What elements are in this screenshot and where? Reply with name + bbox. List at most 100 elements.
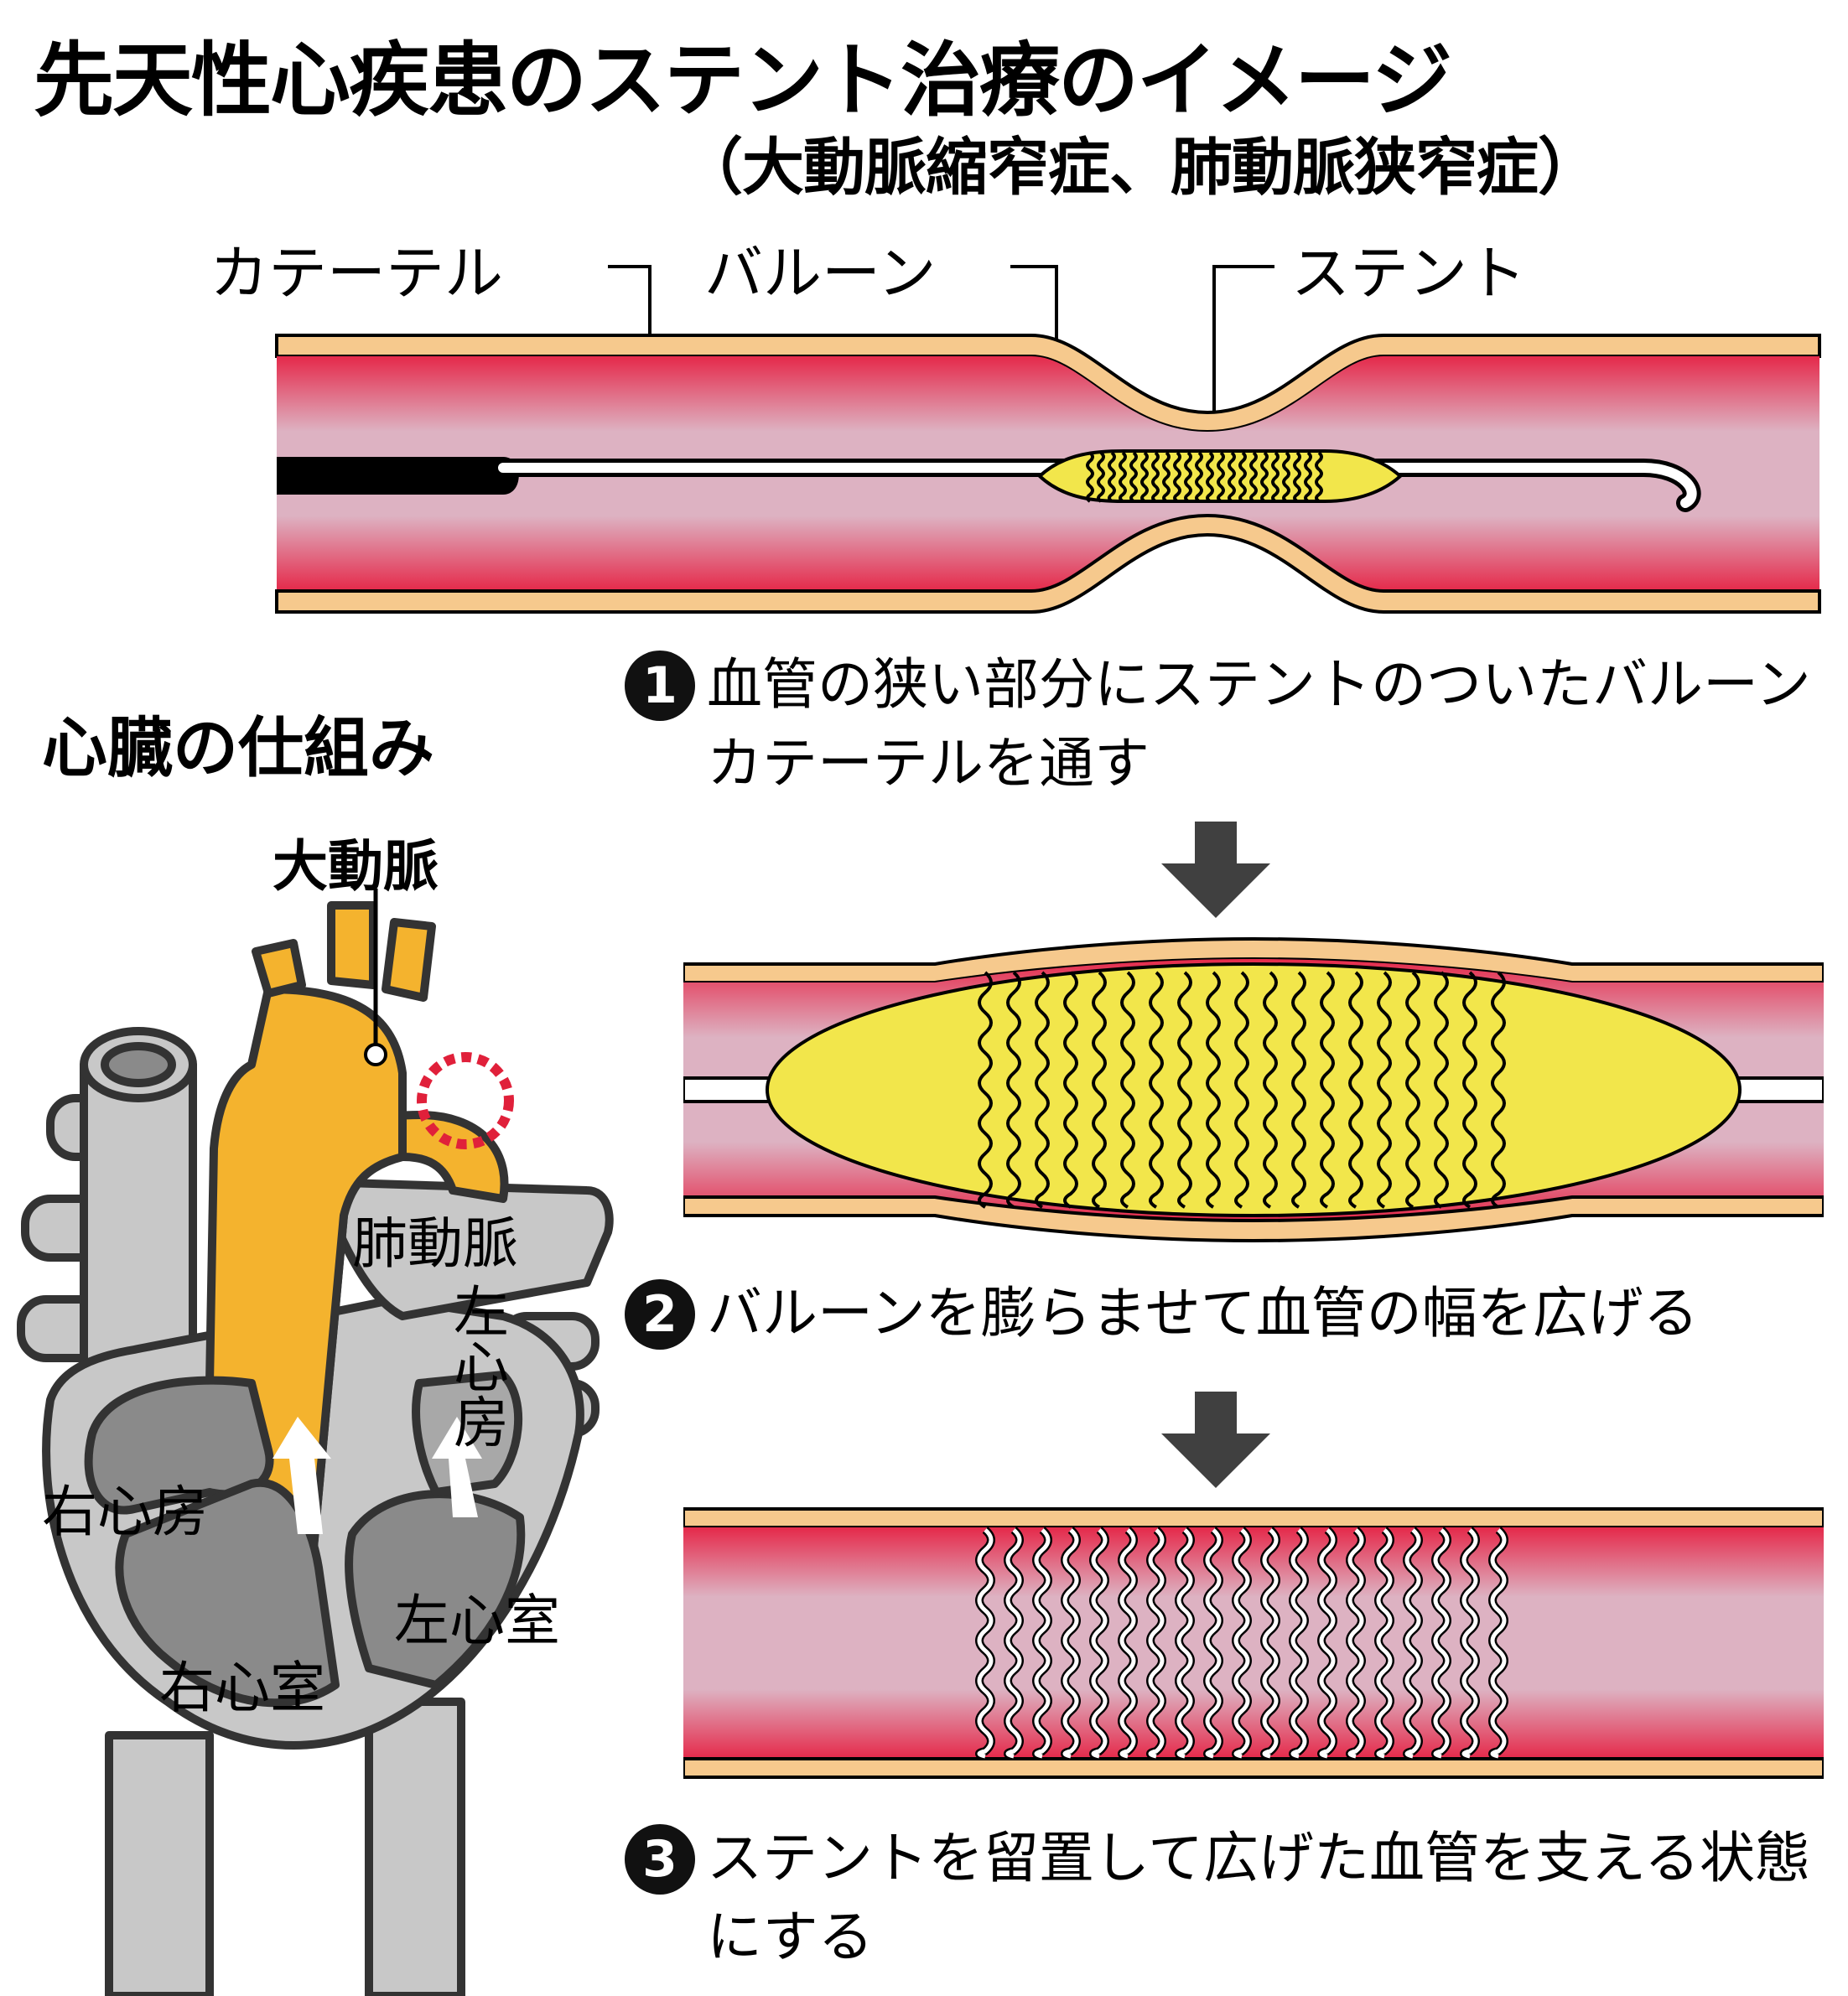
descending-aorta (365, 1698, 465, 1996)
superior-vena-cava (80, 1060, 197, 1387)
step-2-text: バルーンを膨らませて血管の幅を広げる (707, 1281, 1699, 1345)
diagram-subtitle: （大動脈縮窄症、肺動脈狭窄症） (681, 132, 1600, 204)
stent-strut (1217, 451, 1225, 503)
step-1-text: 血管の狭い部分にステントのついたバルーンカテーテルを通す (707, 652, 1811, 796)
stent-strut (1086, 451, 1094, 503)
left-ventricle-label: 左心室 (394, 1589, 560, 1653)
stent-strut (1263, 971, 1278, 1209)
stent-strut (1177, 971, 1192, 1209)
stent-strut (1119, 1528, 1136, 1759)
stent-strut (1119, 451, 1127, 503)
inferior-vena-cava (105, 1731, 214, 1996)
arrow-down-1 (1161, 822, 1270, 918)
right-ventricle-label: 右心室 (159, 1656, 325, 1720)
stent-strut (1291, 971, 1306, 1209)
step-3-text: ステントを留置して広げた血管を支える状態にする (707, 1826, 1811, 1969)
stent-strut (1035, 971, 1050, 1209)
stent-strut (1271, 451, 1280, 503)
vessel-wall-bottom-3 (683, 1757, 1824, 1779)
heart-section-title: 心臓の仕組み (42, 711, 435, 786)
stent-strut (1319, 1528, 1336, 1759)
step-3-number: 3 (625, 1824, 695, 1895)
left-ventricle-chamber (345, 1490, 526, 1689)
stent-strut (1262, 1528, 1279, 1759)
stent-strut (1434, 971, 1449, 1209)
stent-strut (1063, 971, 1078, 1209)
vessel-lumen-3 (683, 1527, 1824, 1759)
stent-strut (1092, 971, 1107, 1209)
stent-strut (1149, 971, 1164, 1209)
stent-strut (1293, 451, 1301, 503)
heart-illustration (17, 889, 614, 1996)
left-atrium-chamber (412, 1371, 523, 1496)
stent-strut (1461, 1528, 1478, 1759)
stent-strut (1404, 1528, 1421, 1759)
stent-strut (1233, 1528, 1250, 1759)
stent-strut (1173, 451, 1181, 503)
stent-strut (977, 1528, 994, 1759)
stent-strut (1162, 451, 1171, 503)
stent-strut (1195, 451, 1203, 503)
catheter-label: カテーテル (210, 239, 503, 308)
stent-strut (1176, 1528, 1193, 1759)
vessel-wall-bottom-2 (683, 1195, 1824, 1243)
stent-strut (1315, 451, 1323, 503)
stent-strut (1304, 451, 1312, 503)
pulmonary-artery-label: 肺動脈 (352, 1211, 518, 1276)
stent-strut (1249, 451, 1258, 503)
stent-strut (1206, 971, 1221, 1209)
stent-strut (1140, 451, 1149, 503)
step-3: 3 ステントを留置して広げた血管を支える状態にする (625, 1819, 1815, 1977)
stent-strut (1120, 971, 1135, 1209)
stent-strut (1490, 1528, 1507, 1759)
left-atrium-label: 左心房 (444, 1283, 509, 1449)
stent-strut (1462, 971, 1477, 1209)
vessel-step1-illustration (275, 265, 1821, 614)
step-2-number: 2 (625, 1279, 695, 1350)
stent-strut (978, 971, 993, 1209)
stent-strut (1491, 971, 1506, 1209)
stent-strut (1205, 1528, 1222, 1759)
stent-strut (1348, 971, 1363, 1209)
stent-label: ステント (1291, 239, 1526, 308)
vessel-step2-illustration (683, 936, 1824, 1243)
stent-crimped (1086, 451, 1323, 503)
balloon-inflated (766, 962, 1742, 1217)
balloon-label: バルーン (704, 239, 937, 308)
stent-strut (1184, 451, 1192, 503)
stent-strut (1320, 971, 1335, 1209)
stent-strut (1062, 1528, 1079, 1759)
stent-strut (1290, 1528, 1307, 1759)
stent-strut (1108, 451, 1116, 503)
stent-strut (1228, 451, 1236, 503)
stent-strut (1347, 1528, 1364, 1759)
vessel-wall-bottom (275, 513, 1821, 614)
stent-strut (1405, 971, 1420, 1209)
arrow-down-2 (1161, 1392, 1270, 1488)
vessel-wall-top-3 (683, 1507, 1824, 1529)
stent-strut (1377, 971, 1392, 1209)
stent-strut (1433, 1528, 1450, 1759)
stent-strut (1005, 1528, 1022, 1759)
stent-strut (1097, 451, 1105, 503)
stent-strut (1238, 451, 1247, 503)
vessel-step3-illustration (683, 1507, 1824, 1779)
stent-strut (1034, 1528, 1051, 1759)
coarctation-highlight (417, 1052, 514, 1149)
diagram-title: 先天性心疾患のステント治療のイメージ (34, 34, 1452, 127)
right-atrium-label: 右心房 (42, 1480, 208, 1544)
stent-strut (1282, 451, 1290, 503)
stent-strut (1234, 971, 1249, 1209)
step-1: 1 血管の狭い部分にステントのついたバルーンカテーテルを通す (625, 645, 1815, 803)
aorta-label: 大動脈 (273, 834, 439, 899)
stent-strut (1376, 1528, 1393, 1759)
stent-strut (1091, 1528, 1108, 1759)
stent-strut (1006, 971, 1021, 1209)
stent-expanded (978, 971, 1506, 1209)
step-2: 2 バルーンを膨らませて血管の幅を広げる (625, 1274, 1815, 1353)
step-1-number: 1 (625, 651, 695, 721)
stent-strut (1260, 451, 1269, 503)
stent-strut (1148, 1528, 1165, 1759)
stent-strut (1206, 451, 1214, 503)
stent-strut (1151, 451, 1160, 503)
